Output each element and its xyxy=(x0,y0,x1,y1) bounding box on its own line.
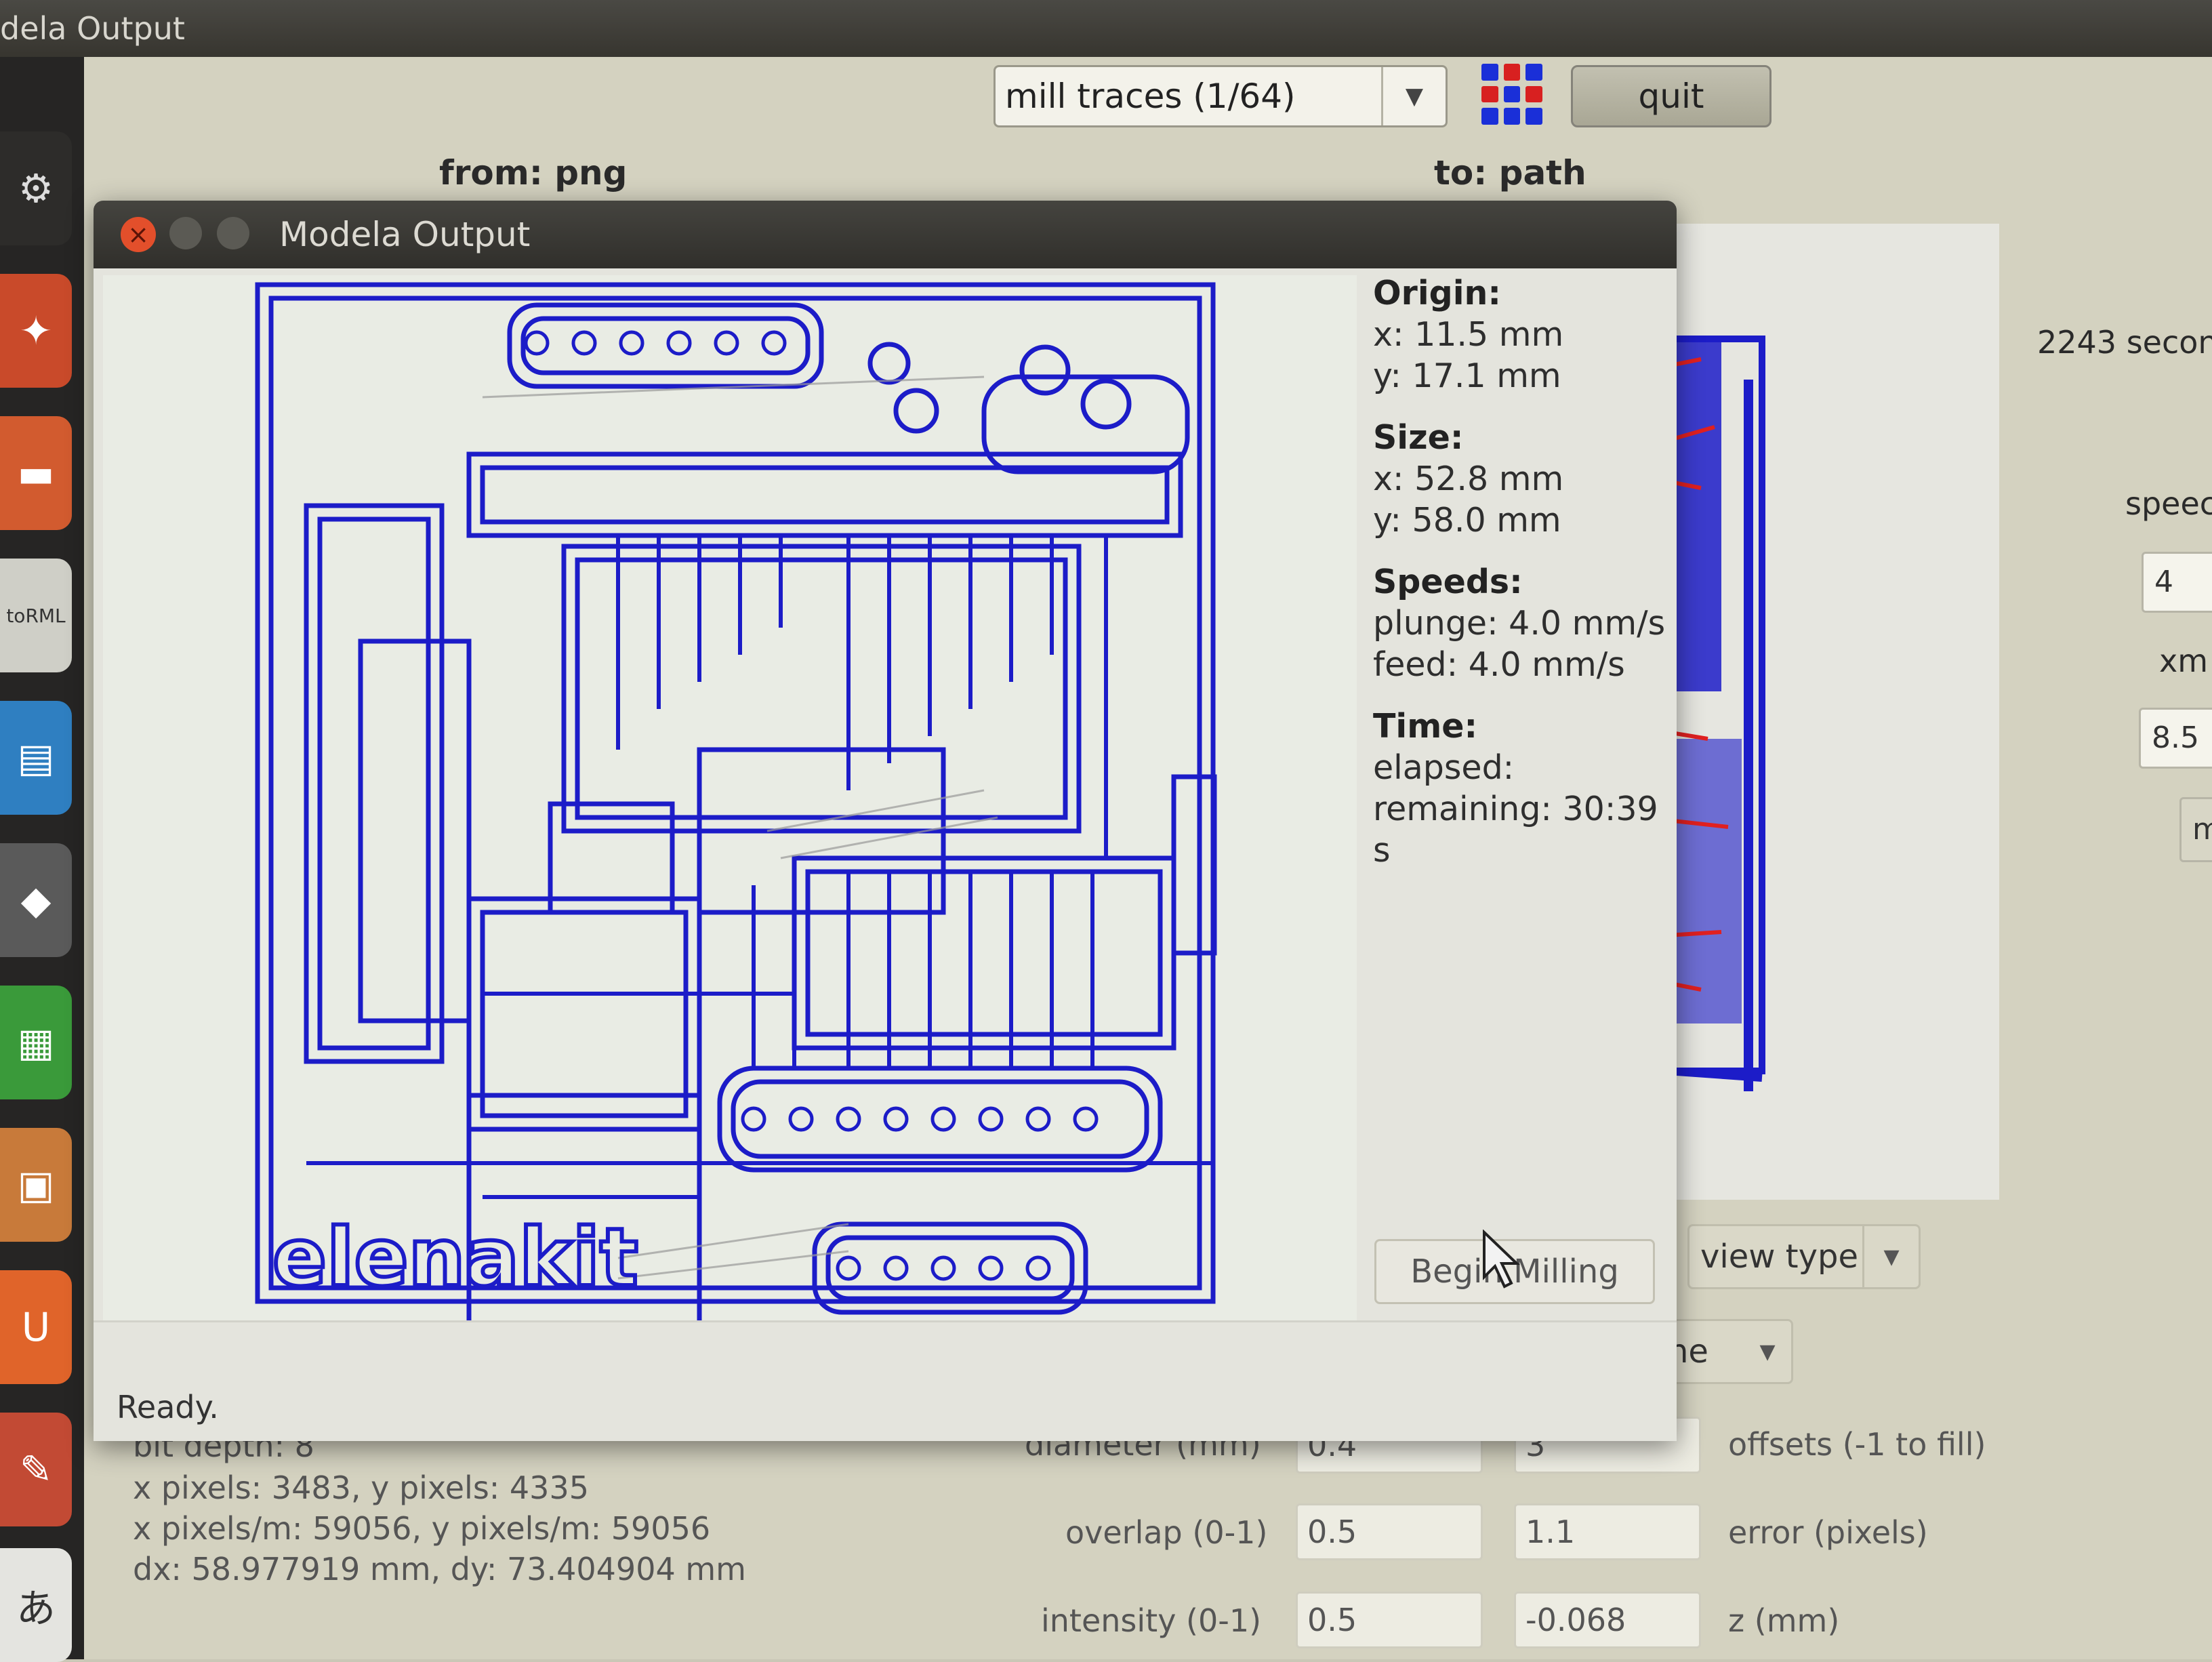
fab-logo-icon xyxy=(1481,64,1542,125)
path-preview-graphic xyxy=(1664,336,1765,1091)
path-preview xyxy=(1654,224,1999,1200)
to-label: to: path xyxy=(1434,153,1586,192)
chevron-down-icon[interactable]: ▼ xyxy=(1862,1226,1919,1287)
tools-icon[interactable]: ✎ xyxy=(0,1413,72,1526)
origin-heading: Origin: xyxy=(1373,274,1501,312)
origin-y: y: 17.1 mm xyxy=(1373,357,1561,395)
toolpath-graphic: elenakit xyxy=(255,282,1217,1329)
remaining-time: remaining: 30:39 s xyxy=(1373,790,1658,870)
size-y: y: 58.0 mm xyxy=(1373,501,1561,540)
input-method-icon[interactable]: あ xyxy=(0,1548,72,1662)
z-field[interactable]: -0.068 xyxy=(1514,1592,1701,1648)
xmin-field[interactable]: 8.5 xyxy=(2139,708,2212,769)
status-text: Ready. xyxy=(117,1389,219,1425)
pixel-count: x pixels: 3483, y pixels: 4335 xyxy=(133,1470,589,1506)
board-label: elenakit xyxy=(272,1211,638,1304)
view-type-value: view type xyxy=(1700,1238,1859,1276)
pixel-density: x pixels/m: 59056, y pixels/m: 59056 xyxy=(133,1510,711,1547)
speed-label: speec xyxy=(2125,485,2212,522)
launcher-item-label: あ xyxy=(16,1585,56,1631)
chevron-down-icon[interactable]: ▼ xyxy=(1759,1339,1776,1364)
process-select-value: mill traces (1/64) xyxy=(1005,77,1296,116)
from-label: from: png xyxy=(439,153,628,192)
speeds-heading: Speeds: xyxy=(1373,563,1523,601)
toolpath-canvas: elenakit xyxy=(103,275,1357,1394)
side-button[interactable]: m xyxy=(2179,797,2212,862)
status-bar: Ready. xyxy=(94,1320,1677,1441)
feed-speed: feed: 4.0 mm/s xyxy=(1373,645,1625,684)
launcher-item-label: U xyxy=(21,1304,51,1350)
elapsed-time: elapsed: xyxy=(1373,748,1515,787)
maximize-icon[interactable] xyxy=(217,217,249,249)
launcher: ⚙ ✦ ▬ toRML ▤ ◆ ▦ ▣ U ✎ あ xyxy=(0,57,84,1662)
overlap-field[interactable]: 0.5 xyxy=(1296,1503,1483,1560)
offsets-label: offsets (-1 to fill) xyxy=(1728,1426,1986,1463)
quit-button[interactable]: quit xyxy=(1571,65,1771,127)
mouse-cursor-icon xyxy=(1483,1230,1520,1289)
settings-icon[interactable]: ⚙ xyxy=(0,131,72,245)
estimated-time: 2243 secon xyxy=(2037,324,2212,361)
torml-icon[interactable]: toRML xyxy=(0,559,72,672)
chevron-down-icon[interactable]: ▼ xyxy=(1381,67,1446,125)
writer-icon[interactable]: ▤ xyxy=(0,701,72,815)
overlap-label: overlap (0-1) xyxy=(1065,1514,1268,1551)
error-field[interactable]: 1.1 xyxy=(1514,1503,1701,1560)
launcher-item-label: toRML xyxy=(6,604,66,627)
z-label: z (mm) xyxy=(1728,1602,1840,1639)
xmin-label: xm xyxy=(2159,643,2209,679)
plunge-speed: plunge: 4.0 mm/s xyxy=(1373,604,1666,643)
window-titlebar: dela Output xyxy=(0,0,2212,57)
speed-field[interactable]: 4 xyxy=(2142,552,2212,613)
size-x: x: 52.8 mm xyxy=(1373,460,1564,498)
time-heading: Time: xyxy=(1373,707,1478,746)
inkscape-icon[interactable]: ◆ xyxy=(0,843,72,957)
dialog-title: Modela Output xyxy=(279,215,531,254)
ubuntu-one-icon[interactable]: U xyxy=(0,1270,72,1384)
intensity-label: intensity (0-1) xyxy=(1041,1602,1262,1639)
impress-icon[interactable]: ▣ xyxy=(0,1128,72,1242)
app-icon[interactable]: ▬ xyxy=(0,416,72,530)
intensity-field[interactable]: 0.5 xyxy=(1296,1592,1483,1648)
calc-icon[interactable]: ▦ xyxy=(0,986,72,1099)
size-heading: Size: xyxy=(1373,418,1464,457)
origin-x: x: 11.5 mm xyxy=(1373,315,1564,354)
error-label: error (pixels) xyxy=(1728,1514,1928,1551)
dialog-titlebar: × Modela Output xyxy=(94,201,1677,268)
begin-milling-button[interactable]: Begin Milling xyxy=(1374,1239,1655,1304)
job-info-panel: Origin: x: 11.5 mm y: 17.1 mm Size: x: 5… xyxy=(1373,272,1677,871)
process-select[interactable]: mill traces (1/64) ▼ xyxy=(994,65,1448,127)
view-type-select[interactable]: view type ▼ xyxy=(1687,1224,1921,1289)
modela-output-dialog: × Modela Output xyxy=(94,201,1677,1441)
minimize-icon[interactable] xyxy=(169,217,202,249)
close-icon[interactable]: × xyxy=(121,217,156,252)
image-dimensions: dx: 58.977919 mm, dy: 73.404904 mm xyxy=(133,1551,746,1587)
app-icon[interactable]: ✦ xyxy=(0,274,72,388)
window-title: dela Output xyxy=(0,10,185,47)
